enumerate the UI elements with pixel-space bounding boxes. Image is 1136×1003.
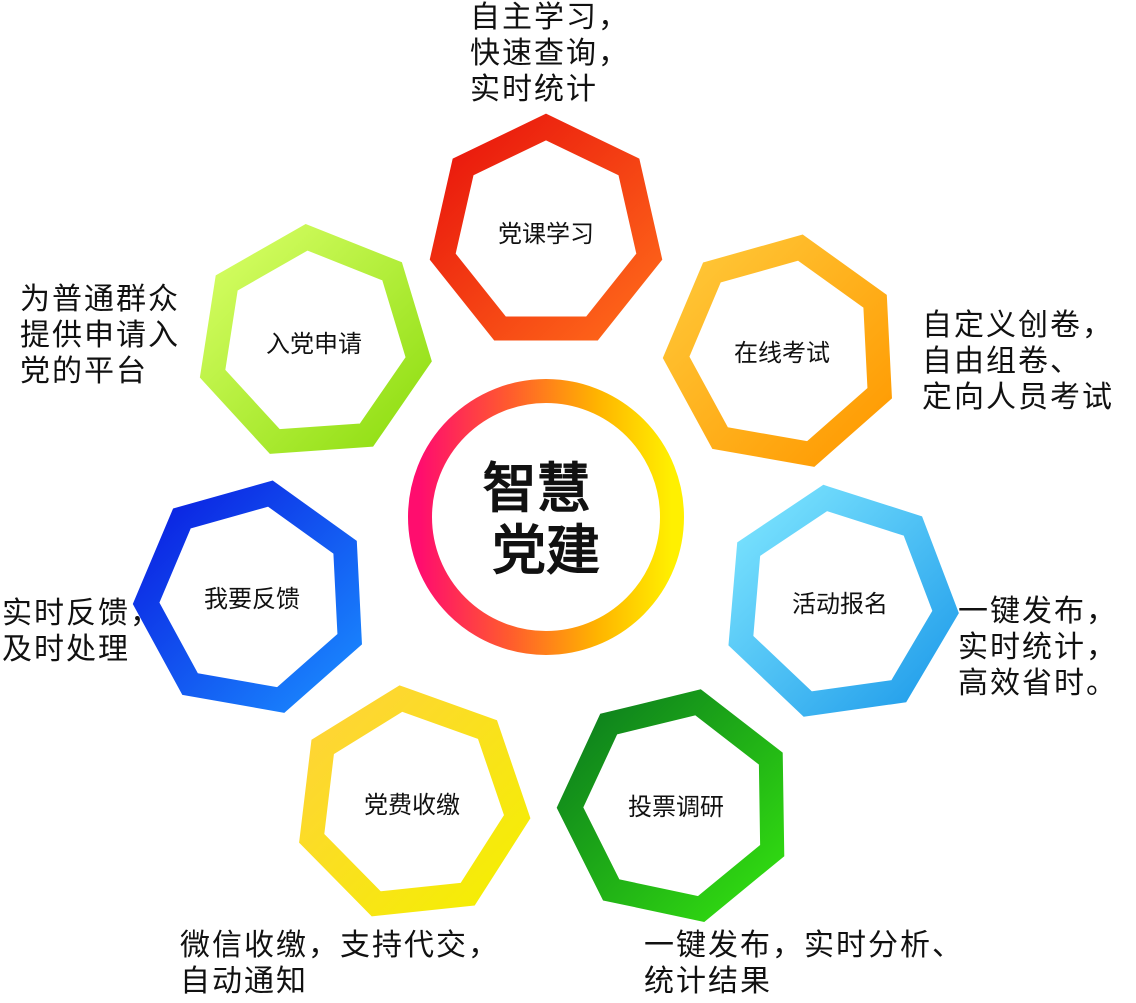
module-layer: 党课学习 在线考试 活动报名 投票调研 党费收缴 我要反馈 (132, 113, 959, 922)
join-application-description: 为普通群众 提供申请入 党的平台 (20, 282, 180, 390)
description-line: 自由组卷、 (922, 344, 1082, 379)
description-line: 自动通知 (180, 964, 308, 999)
description-line: 党的平台 (20, 354, 148, 389)
description-line: 实时统计， (958, 630, 1118, 665)
center-title-line-1: 智慧 (483, 457, 591, 520)
module-label: 我要反馈 (204, 585, 300, 613)
party-course-description: 自主学习， 快速查询， 实时统计 (470, 0, 630, 108)
description-line: 微信收缴，支持代交， (180, 928, 500, 963)
center-hub: 智慧 党建 (408, 379, 684, 655)
description-line: 实时统计 (470, 72, 598, 107)
heptagon-frame (132, 480, 362, 713)
center-title: 智慧 党建 (483, 457, 610, 582)
description-line: 为普通群众 (20, 282, 180, 317)
module-join-application[interactable]: 入党申请 (199, 224, 432, 454)
description-line: 提供申请入 (20, 318, 180, 353)
online-exam-description: 自定义创卷， 自由组卷、 定向人员考试 (922, 308, 1114, 416)
dues-payment-description: 微信收缴，支持代交， 自动通知 (180, 928, 500, 1000)
description-line: 自定义创卷， (922, 308, 1114, 343)
heptagon-frame (556, 689, 785, 922)
description-line: 定向人员考试 (922, 380, 1114, 415)
description-line: 高效省时。 (958, 666, 1118, 701)
vote-survey-description: 一键发布，实时分析、 统计结果 (644, 928, 964, 1000)
description-line: 自主学习， (470, 0, 630, 35)
module-dues-payment[interactable]: 党费收缴 (299, 685, 531, 917)
heptagon-frame (429, 113, 663, 341)
module-event-signup[interactable]: 活动报名 (728, 484, 959, 717)
heptagon-frame (299, 685, 531, 917)
description-line: 及时处理 (2, 632, 130, 667)
description-line: 统计结果 (644, 964, 772, 999)
heptagon-frame (728, 484, 959, 717)
heptagon-frame (662, 234, 892, 467)
description-line: 快速查询， (470, 36, 630, 71)
heptagon-frame (199, 224, 432, 454)
module-party-course[interactable]: 党课学习 (429, 113, 663, 341)
center-ring (408, 379, 684, 655)
module-vote-survey[interactable]: 投票调研 (556, 689, 785, 922)
module-label: 入党申请 (266, 330, 362, 358)
module-label: 党课学习 (498, 220, 594, 248)
module-label: 活动报名 (792, 590, 888, 618)
description-line: 一键发布， (958, 594, 1118, 629)
module-label: 在线考试 (734, 339, 830, 367)
module-feedback[interactable]: 我要反馈 (132, 480, 362, 713)
feedback-description: 实时反馈， 及时处理 (2, 596, 162, 668)
module-label: 党费收缴 (364, 791, 460, 819)
center-title-line-2: 党建 (492, 519, 600, 582)
event-signup-description: 一键发布， 实时统计， 高效省时。 (958, 594, 1118, 702)
description-line: 一键发布，实时分析、 (644, 928, 964, 963)
module-label: 投票调研 (628, 793, 724, 821)
description-line: 实时反馈， (2, 596, 162, 631)
module-online-exam[interactable]: 在线考试 (662, 234, 892, 467)
